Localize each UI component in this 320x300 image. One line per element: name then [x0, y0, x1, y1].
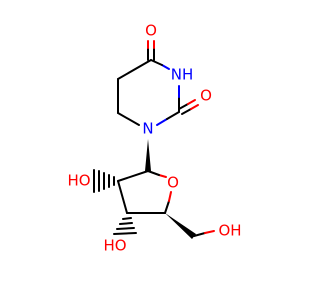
bond-c1-c2prime [117, 170, 149, 182]
atom-ho-bottom: HO [103, 237, 126, 255]
bond-n3-c4-n [161, 64, 170, 70]
bond-c2-o-lower-c [181, 108, 192, 115]
atom-nh: NH [171, 66, 194, 84]
molecule-structure: O NH O N HO O HO OH [67, 22, 241, 255]
bond-n1-c2-n [156, 118, 168, 126]
wedge-c4-c5prime [165, 213, 196, 239]
atom-oh-right: OH [218, 222, 241, 240]
bond-c5-o5prime-c [193, 232, 206, 237]
molecule-canvas: O NH O N HO O HO OH [67, 21, 242, 255]
atom-o-carbonyl-top: O [145, 22, 157, 40]
bond-c4-o4prime-c [164, 200, 170, 214]
bond-c4-o4prime-o [168, 191, 172, 202]
hash-bond-c3-oh [113, 217, 137, 235]
hash-bond-c2-oh [93, 169, 115, 193]
atom-ho-left: HO [67, 172, 90, 190]
wedge-n1-c1prime [145, 139, 151, 171]
bond-o4-c1prime-o [158, 174, 167, 178]
bond-n3-c4-c [150, 59, 163, 66]
bond-c4-c5 [117, 59, 152, 80]
atom-n-ring: N [142, 120, 153, 138]
bond-c2-o-upper-c [178, 103, 189, 110]
bond-c2-o-upper-o [187, 99, 196, 105]
bond-c6-n1 [117, 112, 140, 126]
bond-o4-c1prime-c [147, 170, 160, 176]
bond-c2-c3prime [117, 180, 128, 214]
bond-c2-o-lower-o [190, 104, 199, 110]
bond-c5-o5prime-o [204, 230, 215, 234]
bond-n1-c2-c [166, 111, 180, 120]
atom-o-carbonyl-right: O [200, 87, 212, 105]
atom-o-ring: O [167, 174, 179, 192]
